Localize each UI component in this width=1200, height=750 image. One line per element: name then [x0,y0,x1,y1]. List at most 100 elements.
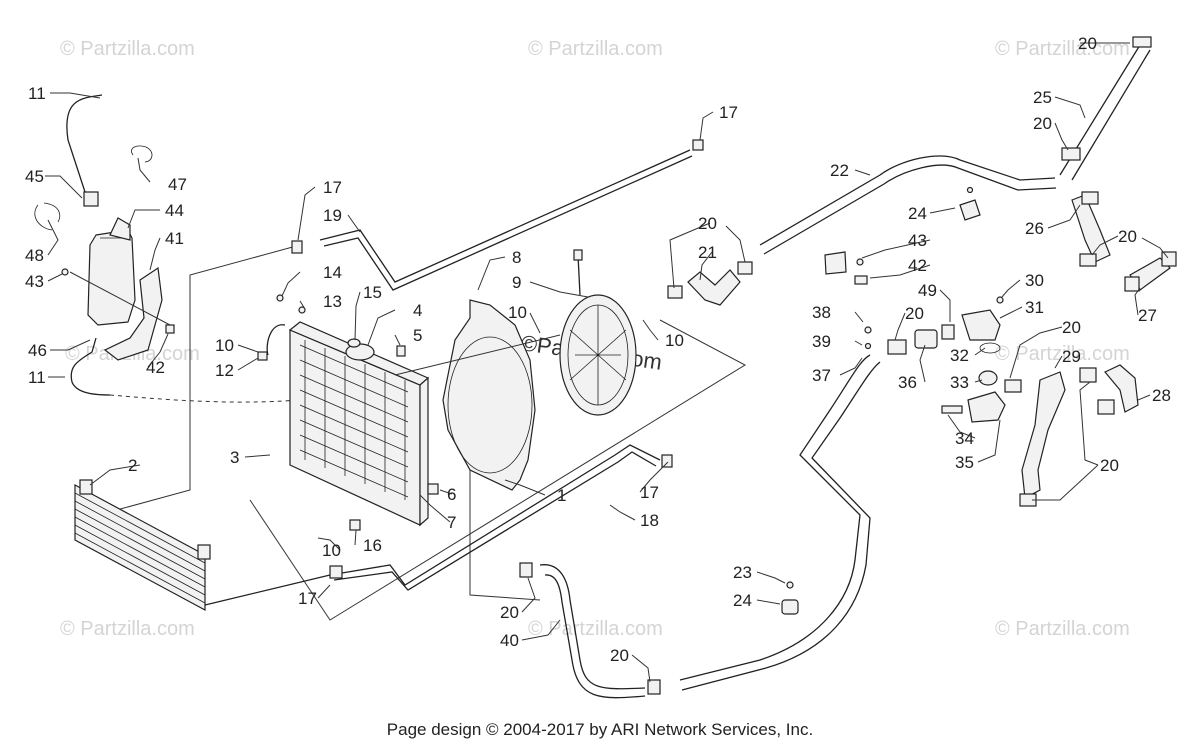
clamp-48 [34,202,61,231]
callout-29: 29 [1062,347,1081,366]
hose-29 [1021,371,1066,499]
callout-20: 20 [698,214,717,233]
fan-shroud-8 [442,299,536,491]
clamp-17-right [661,454,673,468]
callout-17: 17 [298,589,317,608]
upper-hose-19 [291,139,704,291]
radiator-neck-15 [347,338,361,348]
elbow-hose-21 [667,261,753,306]
clamp-20-27 [1124,276,1140,292]
clamp-24-mid [824,251,847,275]
radiator-inlet-tube [266,324,286,356]
callout-16: 16 [363,536,382,555]
clamp-20-lower-a [519,562,533,578]
drain-plug-5 [396,345,406,357]
callout-18: 18 [640,511,659,530]
callout-27: 27 [1138,306,1157,325]
callout-20: 20 [905,304,924,323]
hose-28 [1104,364,1139,413]
fan-wire [577,254,581,296]
oil-cooler-line [204,574,331,606]
hose-22-assembly [759,36,1152,285]
clamp-20-mid [887,339,907,355]
callout-15: 15 [363,283,382,302]
callout-20: 20 [1033,114,1052,133]
thermostat-assembly [864,296,1139,507]
clamp-24-lower [781,599,799,615]
bolt-43-right [856,258,864,266]
callout-19: 19 [323,206,342,225]
tank-bracket-41 [103,266,163,361]
callout-23: 23 [733,563,752,582]
fan-assembly [394,249,637,491]
radiator-assembly [257,294,439,531]
watermark-top-left: © Partzilla.com [60,38,195,60]
clamp-20-28-a [1079,367,1097,383]
callout-10: 10 [665,331,684,350]
watermark-bottom-right: © Partzilla.com [995,618,1130,640]
clamp-20-upper-right [1061,147,1081,161]
clamp-49 [941,324,955,340]
nut-42-right [854,275,868,285]
hose-18 [329,444,661,586]
callout-28: 28 [1152,386,1171,405]
callout-9: 9 [512,273,521,292]
clamp-20-26-a [1081,191,1099,205]
watermark-top-right: © Partzilla.com [995,38,1130,60]
oil-cooler [74,483,206,612]
callout-22: 22 [830,161,849,180]
callout-17: 17 [640,483,659,502]
callout-36: 36 [898,373,917,392]
callout-49: 49 [918,281,937,300]
callout-13: 13 [323,292,342,311]
callout-41: 41 [165,229,184,248]
callout-24: 24 [733,591,752,610]
watermark-top-center: © Partzilla.com [528,38,663,60]
hose-26 [1071,194,1111,263]
callout-47: 47 [168,175,187,194]
hose-40 [539,564,646,690]
callout-48: 48 [25,246,44,265]
callout-43: 43 [25,272,44,291]
clamp-17-upper [291,240,303,254]
callout-8: 8 [512,248,521,267]
callout-20: 20 [1118,227,1137,246]
callout-10: 10 [215,336,234,355]
callout-labels: 11 45 47 44 48 41 43 46 42 11 17 19 14 1… [25,34,1171,665]
clamp-20-elbow-a [667,285,683,299]
callout-33: 33 [950,373,969,392]
nut-12 [257,351,268,361]
washer-39 [864,342,872,350]
callout-11: 11 [28,368,46,387]
callout-17: 17 [719,103,738,122]
callout-39: 39 [812,332,831,351]
tank-cap-45 [83,191,99,207]
callout-38: 38 [812,303,831,322]
callout-34: 34 [955,429,974,448]
plug-16 [349,519,361,531]
thermostat-cover-31 [961,309,1001,341]
hose-22 [759,155,1056,246]
callout-43: 43 [908,231,927,250]
o-ring-32 [979,342,1001,354]
screw-14 [276,294,284,302]
lower-hoses [329,444,673,699]
clamp-17-lower [329,565,343,579]
callout-20: 20 [610,646,629,665]
oil-cooler-assembly [74,479,331,612]
clamp-47 [131,145,153,163]
callout-6: 6 [447,485,456,504]
callout-20: 20 [1062,318,1081,337]
nut-42-left [165,324,175,334]
clamp-20-top [1132,36,1152,48]
callout-10: 10 [508,303,527,322]
bolt-38 [864,326,872,334]
callout-25: 25 [1033,88,1052,107]
callout-20: 20 [1100,456,1119,475]
callout-20: 20 [500,603,519,622]
clamp-20-26-b [1079,253,1097,267]
sensor-34 [941,405,963,414]
watermark-mid-right: © Partzilla.com [995,343,1130,365]
callout-3: 3 [230,448,239,467]
bolt-43-left [61,268,69,276]
